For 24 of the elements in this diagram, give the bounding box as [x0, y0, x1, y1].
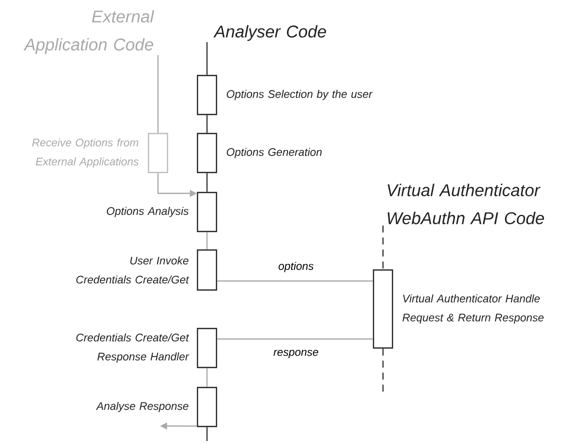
connector-line: [217, 280, 373, 282]
edge-label: response: [272, 348, 320, 360]
step-label: User Invoke Credentials Create/Get: [76, 256, 190, 284]
connector-line: [206, 368, 208, 387]
connector-line: [382, 348, 384, 392]
connector-line: [206, 232, 208, 250]
lifeline-heading: Virtual Authenticator WebAuthn API Code: [388, 184, 544, 224]
step-label: Options Analysis: [106, 206, 189, 218]
step-label: Options Selection by the user: [226, 90, 373, 100]
lifeline-heading: Analyser Code: [213, 25, 326, 41]
step-label: Options Generation: [226, 148, 322, 158]
connector-line: [217, 338, 373, 340]
step-label: Receive Options from External Applications: [32, 138, 139, 168]
connector-line: [206, 42, 208, 75]
connector-line: [206, 427, 208, 441]
lifeline-heading: External Application Code: [24, 10, 154, 54]
edge-label: options: [277, 260, 315, 274]
connector-line: [382, 225, 384, 270]
step-label: Credentials Create/Get Response Handler: [76, 333, 190, 363]
step-label: Virtual Authenticator Handle Request & Return Response: [402, 294, 544, 324]
connector-line: [157, 55, 159, 133]
step-label: Analyse Response: [96, 402, 188, 412]
connector-line: [206, 173, 208, 192]
connector-line: [206, 115, 208, 133]
